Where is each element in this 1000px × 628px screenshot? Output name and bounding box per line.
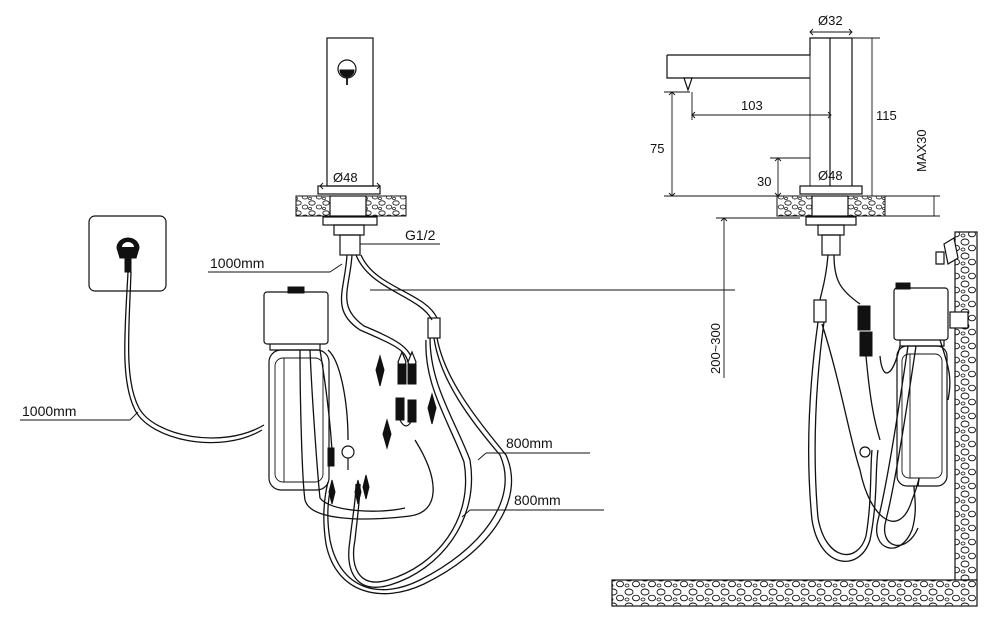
dim-reach: 103	[741, 98, 763, 113]
dim-base-diameter-front: Ø48	[333, 170, 358, 185]
dim-outlet-diameter: Ø32	[818, 13, 843, 28]
hose-length-label-1: 800mm	[506, 435, 553, 451]
wall-plug-side	[935, 237, 959, 265]
hose-length-label-2: 800mm	[514, 492, 561, 508]
filter-cartridge-front	[268, 349, 330, 491]
power-cable	[124, 271, 263, 444]
cable-length-label-left: 1000mm	[22, 403, 76, 419]
power-plug-icon	[116, 237, 140, 273]
control-box-front	[263, 286, 329, 351]
control-box-side	[893, 282, 949, 347]
dim-max-thickness: MAX30	[914, 129, 929, 172]
faucet-front-view: Ø48	[295, 37, 407, 256]
dim-install-range: 200~300	[708, 323, 723, 374]
wall-section	[611, 231, 978, 607]
faucet-side-view: Ø32 Ø48	[666, 13, 886, 256]
supply-hoses-side	[808, 254, 951, 562]
sensor-eye-icon	[337, 59, 357, 85]
supply-hoses-front	[299, 254, 513, 595]
dim-base-height: 30	[757, 174, 771, 189]
dim-total-height: 115	[876, 108, 897, 123]
dim-spout-height: 75	[650, 141, 664, 156]
cable-length-label-top: 1000mm	[210, 255, 264, 271]
dim-base-diameter-side: Ø48	[818, 168, 843, 183]
thread-size-label: G1/2	[405, 227, 436, 243]
